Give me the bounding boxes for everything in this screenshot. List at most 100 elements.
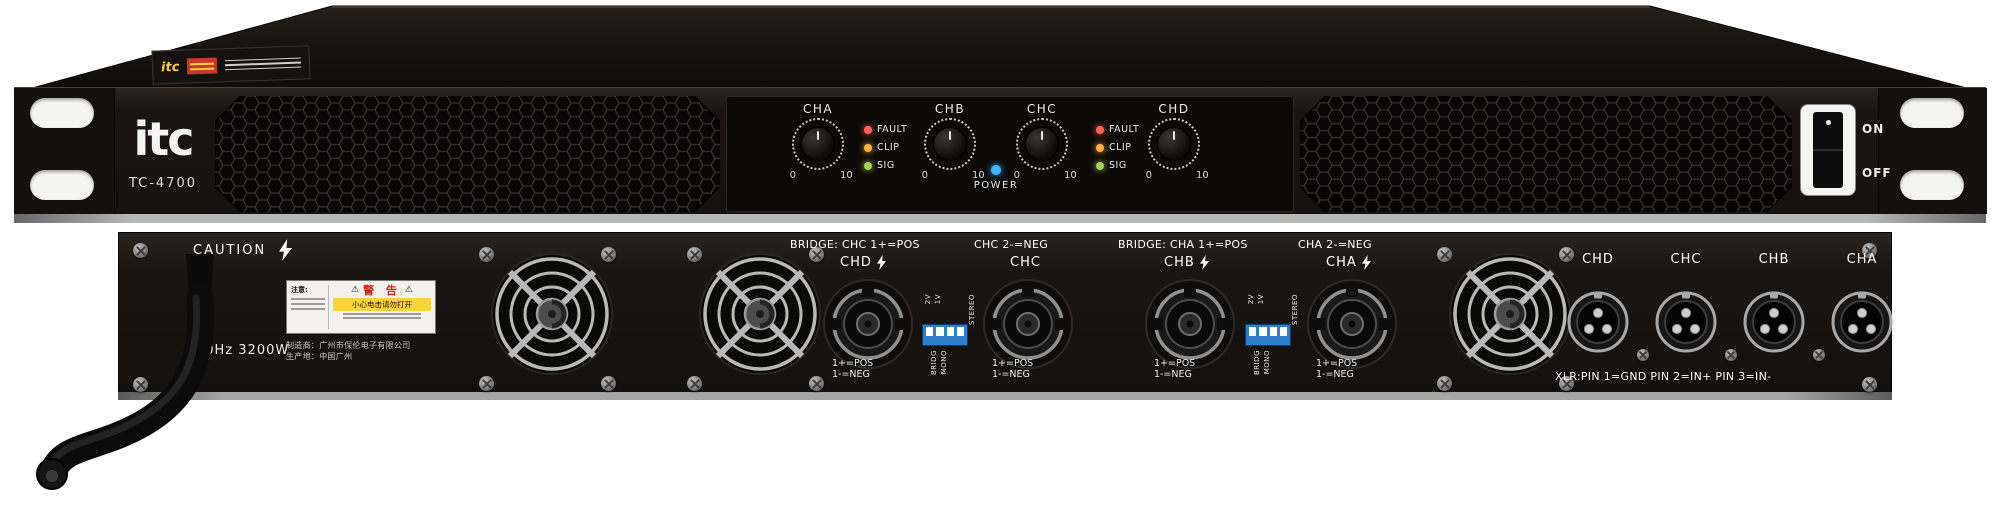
product-sticker: itc: [151, 45, 311, 85]
fan-grille: [1448, 252, 1572, 376]
dip-label-2v: 2V: [1247, 294, 1255, 305]
dip-toggle[interactable]: [956, 327, 964, 336]
screw-icon: [1813, 349, 1825, 361]
dip-label-bridge: BRIDG: [930, 350, 938, 376]
output-label-cha: CHA: [1326, 255, 1371, 270]
pin-note: 1+=POS 1-=NEG: [1154, 358, 1196, 380]
bridge-note-1: BRIDGE: CHC 1+=POS: [790, 238, 920, 251]
dip-label-mono: MONO: [1263, 350, 1271, 375]
gain-knob-chc[interactable]: [1025, 127, 1059, 161]
power-rating: 50Hz 3200W: [196, 343, 290, 358]
speakon-connector-chb: [1144, 278, 1236, 370]
warning-main-column: ⚠ 警 告 ⚠ 小心电击请勿打开: [333, 285, 431, 329]
rack-mount-slot: [30, 170, 94, 200]
led-label: SIG: [1109, 160, 1127, 171]
dip-switch-block[interactable]: [1245, 324, 1291, 346]
screw-icon: [601, 376, 616, 391]
knob-scale-max: 10: [1196, 170, 1209, 181]
knob-scale-min: 0: [1013, 170, 1020, 181]
hex-grille-left: [215, 96, 720, 212]
channel-label-cha: CHA: [802, 102, 834, 116]
dip-toggle[interactable]: [926, 327, 934, 336]
screw-icon: [1437, 376, 1452, 391]
lightning-bolt-icon: [1200, 255, 1209, 270]
dip-label-bridge: BRIDG: [1253, 350, 1261, 376]
output-label-chd: CHD: [840, 255, 886, 270]
fan-grille: [490, 252, 614, 376]
mode-dip-switch-1[interactable]: 2V 1V STEREO BRIDG MONO: [922, 294, 982, 384]
xlr-label-chb: CHB: [1758, 252, 1790, 267]
screw-icon: [687, 247, 702, 262]
warning-text: 小心电击请勿打开: [352, 300, 412, 309]
brand-logo: itc: [133, 112, 194, 166]
led-label: SIG: [877, 160, 895, 171]
speakon-connector-cha: [1306, 278, 1398, 370]
power-switch-indicator: [1826, 120, 1831, 125]
led-label: CLIP: [1109, 142, 1132, 153]
pin-note: 1+=POS 1-=NEG: [832, 358, 874, 380]
screw-icon: [1637, 349, 1649, 361]
lightning-bolt-icon: [877, 255, 886, 270]
xlr-label-chd: CHD: [1582, 252, 1614, 267]
dip-toggle[interactable]: [936, 327, 944, 336]
warning-attention: 注意:: [291, 286, 308, 294]
dip-toggle[interactable]: [1269, 327, 1277, 336]
switch-on-label: ON: [1862, 122, 1885, 136]
warning-attention-column: 注意:: [291, 285, 329, 329]
knob-tick-ring: [924, 118, 976, 170]
led-label: FAULT: [877, 124, 908, 135]
screw-icon: [1559, 247, 1574, 262]
channel-label-chd: CHD: [1158, 102, 1190, 116]
fault-led: [1096, 125, 1104, 134]
signal-led: [1096, 161, 1104, 170]
xlr-pinout-note: XLR:PIN 1=GND PIN 2=IN+ PIN 3=IN-: [1555, 370, 1772, 383]
power-label: POWER: [973, 180, 1019, 191]
gain-knob-cha[interactable]: [801, 127, 835, 161]
xlr-connector-chb: [1742, 290, 1806, 354]
signal-led: [864, 161, 872, 170]
switch-off-label: OFF: [1862, 166, 1892, 180]
power-led: [991, 165, 1001, 175]
dip-toggle[interactable]: [946, 327, 954, 336]
dip-label-mono: MONO: [940, 350, 948, 375]
led-row: SIG: [864, 160, 895, 171]
sticker-red-block: [187, 57, 218, 75]
speakon-connector-chc: [982, 278, 1074, 370]
gain-knob-chd[interactable]: [1157, 127, 1191, 161]
dip-label-1v: 1V: [1257, 294, 1265, 305]
dip-toggle[interactable]: [1259, 327, 1267, 336]
output-label-chb: CHB: [1164, 255, 1209, 270]
rack-mount-slot: [1900, 170, 1964, 200]
knob-tick-ring: [792, 118, 844, 170]
led-label: FAULT: [1109, 124, 1140, 135]
knob-scale-max: 10: [972, 170, 985, 181]
knob-tick-ring: [1016, 118, 1068, 170]
led-row: CLIP: [1096, 142, 1131, 153]
output-label-chc: CHC: [1010, 255, 1041, 270]
fault-led: [864, 125, 872, 134]
screw-icon: [1725, 349, 1737, 361]
screw-icon: [479, 376, 494, 391]
model-number: TC-4700: [128, 176, 198, 191]
knob-scale-min: 0: [789, 170, 796, 181]
channel-label-chc: CHC: [1026, 102, 1058, 116]
screw-icon: [1862, 377, 1877, 392]
warning-title: 警 告: [363, 284, 401, 297]
dip-switch-block[interactable]: [922, 324, 968, 346]
led-row: FAULT: [1096, 124, 1139, 135]
mode-dip-switch-2[interactable]: 2V 1V STEREO BRIDG MONO: [1245, 294, 1305, 384]
front-panel-top-edge: [14, 87, 1986, 88]
dip-label-1v: 1V: [934, 294, 942, 305]
knob-scale-max: 10: [1064, 170, 1077, 181]
dip-toggle[interactable]: [1249, 327, 1257, 336]
pin-note: 1+=POS 1-=NEG: [1316, 358, 1358, 380]
xlr-connector-chd: [1566, 290, 1630, 354]
xlr-connector-cha: [1830, 290, 1894, 354]
dip-label-2v: 2V: [924, 294, 932, 305]
rack-mount-slot: [1900, 98, 1964, 128]
dip-toggle[interactable]: [1279, 327, 1287, 336]
sticker-logo: itc: [160, 59, 180, 75]
gain-knob-chb[interactable]: [933, 127, 967, 161]
clip-led: [1096, 143, 1104, 152]
screw-icon: [133, 243, 148, 258]
